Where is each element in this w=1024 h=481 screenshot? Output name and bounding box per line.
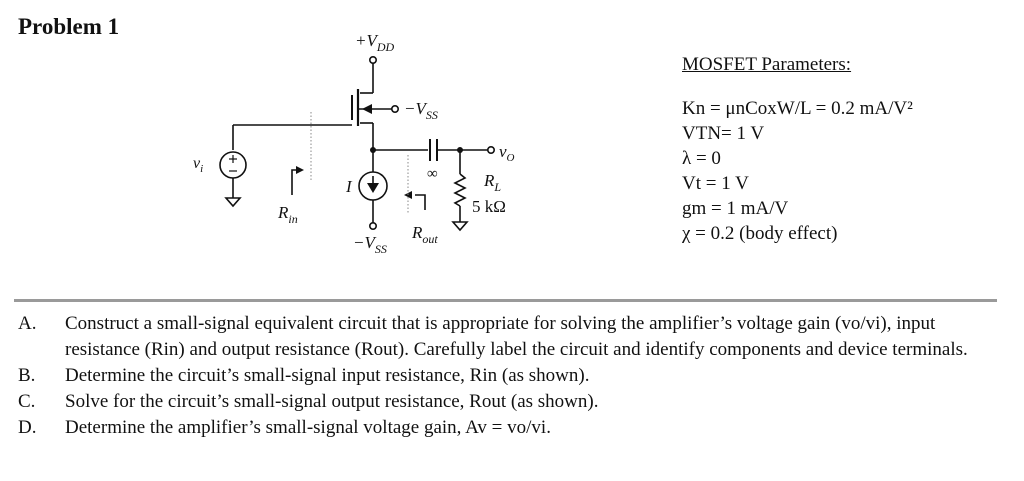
param-lambda: λ = 0 (682, 148, 721, 169)
question-text: Construct a small-signal equivalent circ… (65, 313, 968, 360)
vss-gate-sub: SS (426, 108, 438, 122)
svg-text:RL: RL (483, 171, 501, 194)
problem-title: Problem 1 (18, 14, 120, 39)
question-text: Determine the amplifier’s small-signal v… (65, 417, 551, 438)
svg-text:+VDD: +VDD (355, 31, 395, 54)
question-b: B. Determine the circuit’s small-signal … (18, 363, 1008, 389)
question-letter: D. (18, 417, 37, 438)
question-a: A. Construct a small-signal equivalent c… (18, 311, 1008, 363)
parameters-heading: MOSFET Parameters: (682, 54, 852, 75)
question-text: Determine the circuit’s small-signal inp… (65, 365, 590, 386)
vi-label: v (193, 155, 201, 172)
question-letter: C. (18, 391, 36, 412)
svg-text:−VSS: −VSS (404, 99, 438, 122)
rl-sub: L (493, 180, 501, 194)
vss-bottom-label: −V (353, 233, 377, 252)
vss-gate-label: −V (404, 99, 428, 118)
vdd-label: +V (355, 31, 379, 50)
param-gm: gm = 1 mA/V (682, 198, 789, 219)
question-d: D. Determine the amplifier’s small-signa… (18, 415, 1008, 441)
question-list: A. Construct a small-signal equivalent c… (18, 311, 1008, 441)
svg-text:vO: vO (499, 142, 515, 164)
vdd-sub: DD (376, 40, 395, 54)
svg-text:Rin: Rin (277, 203, 298, 226)
svg-text:Rout: Rout (411, 223, 438, 246)
question-text: Solve for the circuit’s small-signal out… (65, 391, 599, 412)
svg-text:vi: vi (193, 155, 203, 175)
current-source-label: I (345, 177, 353, 196)
svg-text:−VSS: −VSS (353, 233, 387, 256)
rin-label: R (277, 203, 289, 222)
rout-label: R (411, 223, 423, 242)
param-chi: χ = 0.2 (body effect) (682, 223, 838, 244)
circuit-diagram: +VDD −VSS −VSS vi Rin Rout I ∞ vO RL 5 k… (193, 31, 515, 256)
rin-sub: in (288, 212, 297, 226)
param-vtn: VTN= 1 V (682, 123, 765, 144)
vi-sub: i (200, 163, 203, 175)
vss-bottom-sub: SS (375, 242, 387, 256)
rl-value: 5 kΩ (472, 197, 506, 216)
param-kn: Kn = μnCoxW/L = 0.2 mA/V² (682, 98, 913, 119)
rl-label: R (483, 171, 495, 190)
param-vt: Vt = 1 V (682, 173, 749, 194)
question-c: C. Solve for the circuit’s small-signal … (18, 389, 1008, 415)
vo-sub: O (507, 152, 515, 164)
rout-sub: out (422, 232, 438, 246)
mosfet-parameters: MOSFET Parameters: Kn = μnCoxW/L = 0.2 m… (682, 52, 913, 246)
question-letter: B. (18, 365, 36, 386)
vo-label: v (499, 142, 507, 161)
section-divider (14, 299, 997, 302)
question-letter: A. (18, 313, 37, 334)
capacitor-label: ∞ (427, 166, 438, 182)
